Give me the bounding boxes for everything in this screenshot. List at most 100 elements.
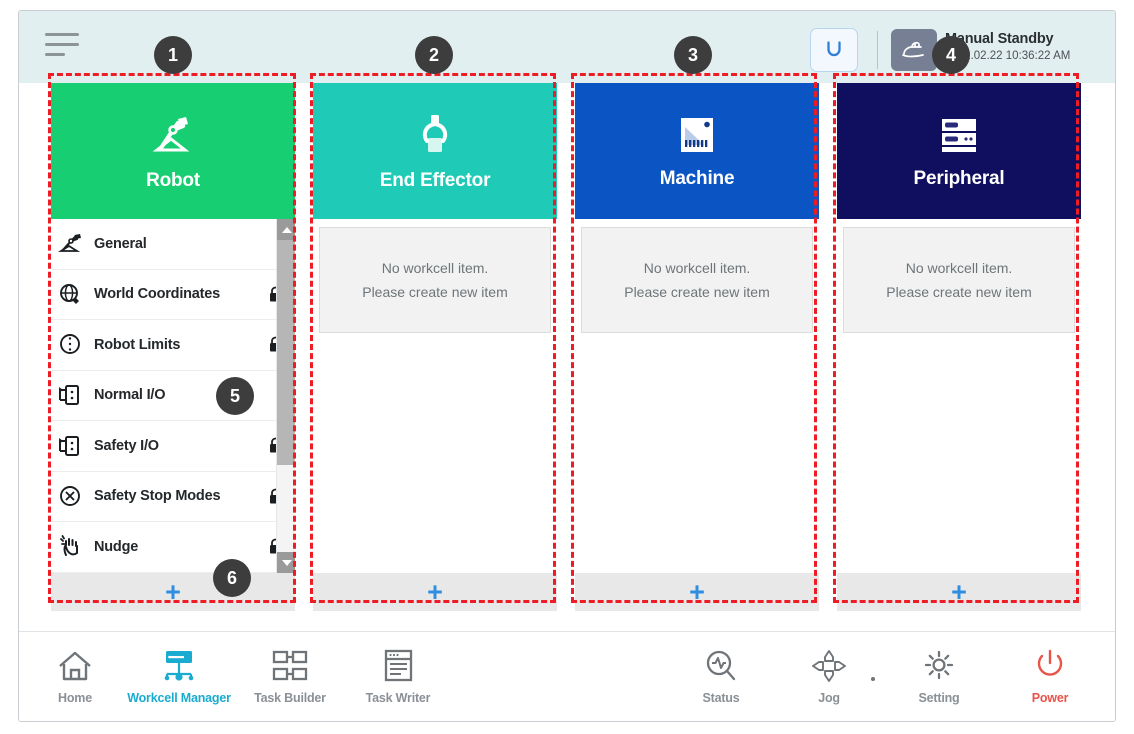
- empty-line-2: Please create new item: [624, 284, 770, 300]
- hamburger-menu-icon[interactable]: [45, 33, 87, 63]
- card-header-peripheral[interactable]: Peripheral: [837, 83, 1081, 219]
- workcell-card-robot: Robot General: [51, 83, 295, 611]
- card-header-machine[interactable]: Machine: [575, 83, 819, 219]
- bottom-navigation: Home Workcell Manager: [19, 631, 1115, 721]
- power-icon: [1031, 646, 1069, 684]
- list-item-safety-stop-modes[interactable]: Safety Stop Modes: [51, 472, 295, 522]
- gear-icon: [920, 646, 958, 684]
- manual-hand-icon[interactable]: [891, 29, 937, 71]
- nav-item-setting[interactable]: Setting: [885, 646, 993, 705]
- empty-line-1: No workcell item.: [643, 260, 751, 276]
- card-header-end-effector[interactable]: End Effector: [313, 83, 557, 219]
- card-title: Machine: [659, 168, 735, 189]
- list-item-world-coordinates[interactable]: World Coordinates: [51, 270, 295, 320]
- workcell-manager-icon: [158, 646, 200, 684]
- nav-item-task-writer[interactable]: Task Writer: [344, 646, 452, 705]
- card-title: Robot: [146, 170, 200, 191]
- stop-octagon-icon: [57, 483, 84, 510]
- nav-label: Status: [702, 691, 740, 705]
- plus-icon: +: [951, 577, 967, 607]
- empty-line-2: Please create new item: [886, 284, 1032, 300]
- nav-item-power[interactable]: Power: [996, 646, 1104, 705]
- reset-rotate-icon: [827, 41, 841, 57]
- home-icon: [56, 646, 94, 684]
- card-body-robot: General World Coordinates: [51, 219, 295, 573]
- peripheral-rack-icon: [942, 119, 976, 152]
- card-body-peripheral: No workcell item. Please create new item: [837, 219, 1081, 573]
- mode-title: Manual Standby: [945, 31, 1054, 47]
- plus-icon: +: [427, 577, 443, 607]
- list-scrollbar[interactable]: [276, 219, 295, 573]
- hamburger-line: [45, 43, 79, 46]
- workcell-card-end-effector: End Effector No workcell item. Please cr…: [313, 83, 557, 611]
- nav-separator-dot: [871, 677, 875, 681]
- workcell-card-grid: Robot General: [51, 83, 1087, 611]
- io-port-icon: [57, 382, 84, 409]
- empty-state-peripheral: No workcell item. Please create new item: [843, 227, 1075, 333]
- limits-circle-icon: [57, 331, 84, 358]
- nav-item-task-builder[interactable]: Task Builder: [236, 646, 344, 705]
- list-item-label: Normal I/O: [94, 387, 166, 404]
- list-item-label: Nudge: [94, 538, 139, 555]
- jog-dpad-icon: [809, 646, 849, 684]
- list-item-label: General: [94, 235, 147, 252]
- nav-label: Workcell Manager: [127, 691, 231, 705]
- empty-state-end-effector: No workcell item. Please create new item: [319, 227, 551, 333]
- chevron-up-icon: [281, 226, 292, 233]
- hand-glyph: [902, 41, 924, 58]
- nav-label: Jog: [818, 691, 840, 705]
- nav-item-jog[interactable]: Jog: [775, 646, 883, 705]
- add-robot-item-button[interactable]: +: [51, 573, 295, 611]
- nav-item-home[interactable]: Home: [21, 646, 129, 705]
- annotation-badge-3: 3: [674, 36, 712, 74]
- task-writer-icon: [379, 646, 417, 684]
- nav-label: Setting: [918, 691, 960, 705]
- plus-icon: +: [165, 577, 181, 607]
- nav-label: Task Writer: [365, 691, 431, 705]
- annotation-badge-2: 2: [415, 36, 453, 74]
- card-title: End Effector: [379, 170, 491, 191]
- list-item-general[interactable]: General: [51, 219, 295, 270]
- nav-label: Task Builder: [254, 691, 326, 705]
- nav-item-workcell-manager[interactable]: Workcell Manager: [125, 646, 233, 705]
- scrollbar-thumb[interactable]: [277, 240, 295, 465]
- scroll-up-button[interactable]: [277, 219, 295, 240]
- machine-icon: [681, 118, 713, 152]
- list-item-label: Robot Limits: [94, 336, 181, 353]
- hamburger-line: [45, 53, 65, 56]
- annotation-badge-6: 6: [213, 559, 251, 597]
- hamburger-line: [45, 33, 79, 36]
- empty-line-1: No workcell item.: [381, 260, 489, 276]
- list-item-label: Safety I/O: [94, 437, 159, 454]
- globe-coordinates-icon: [57, 281, 84, 308]
- list-item-normal-io[interactable]: Normal I/O: [51, 371, 295, 421]
- reset-button[interactable]: [810, 28, 858, 72]
- annotation-badge-4: 4: [932, 36, 970, 74]
- card-title: Peripheral: [913, 168, 1005, 189]
- add-machine-item-button[interactable]: +: [575, 573, 819, 611]
- app-window: Manual Standby 2022.02.22 10:36:22 AM Ro…: [18, 10, 1116, 722]
- add-end-effector-item-button[interactable]: +: [313, 573, 557, 611]
- status-scope-icon: [702, 646, 740, 684]
- annotation-badge-1: 1: [154, 36, 192, 74]
- card-body-end-effector: No workcell item. Please create new item: [313, 219, 557, 573]
- list-item-nudge[interactable]: Nudge: [51, 522, 295, 573]
- add-peripheral-item-button[interactable]: +: [837, 573, 1081, 611]
- nav-label: Power: [1031, 691, 1069, 705]
- robot-arm-icon: [57, 230, 84, 257]
- list-item-label: Safety Stop Modes: [94, 488, 221, 505]
- card-header-robot[interactable]: Robot: [51, 83, 295, 219]
- hand-nudge-icon: [57, 533, 84, 560]
- scroll-down-button[interactable]: [277, 552, 295, 573]
- list-item-robot-limits[interactable]: Robot Limits: [51, 320, 295, 371]
- nav-item-status[interactable]: Status: [667, 646, 775, 705]
- robot-mode-status: Manual Standby 2022.02.22 10:36:22 AM: [945, 30, 1097, 65]
- top-bar: Manual Standby 2022.02.22 10:36:22 AM: [19, 11, 1115, 83]
- robot-settings-list: General World Coordinates: [51, 219, 295, 573]
- io-port-icon: [57, 432, 84, 459]
- mode-timestamp: 2022.02.22 10:36:22 AM: [945, 50, 1071, 62]
- list-item-safety-io[interactable]: Safety I/O: [51, 421, 295, 472]
- gripper-icon: [422, 115, 448, 152]
- empty-state-machine: No workcell item. Please create new item: [581, 227, 813, 333]
- card-body-machine: No workcell item. Please create new item: [575, 219, 819, 573]
